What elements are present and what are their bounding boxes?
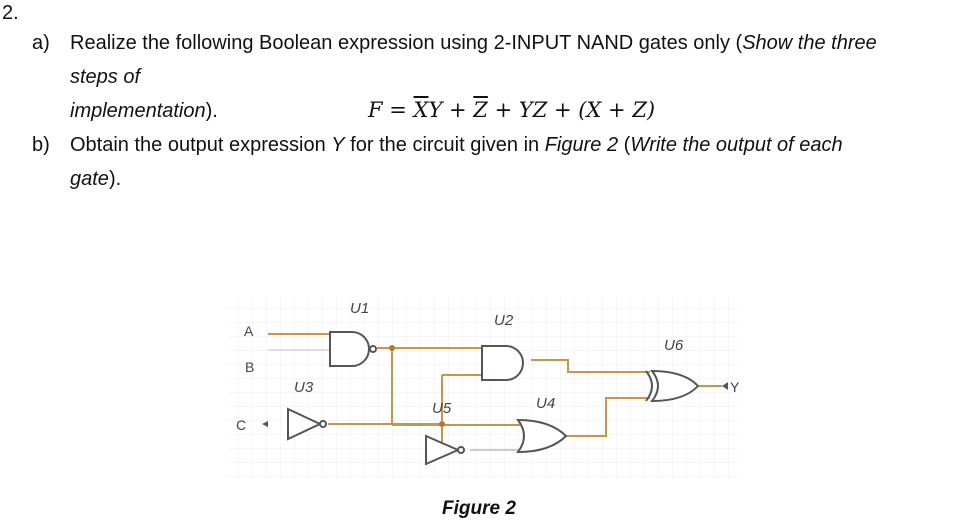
output-label-y: Y: [730, 379, 740, 395]
gate-u2-and: [481, 345, 524, 381]
gate-u6-or: [649, 369, 700, 403]
gate-label-u2: U2: [494, 312, 514, 329]
gate-u3-bubble: [319, 420, 327, 428]
part-b-label: b): [32, 134, 50, 156]
input-label-c: C: [236, 417, 246, 433]
input-label-b: B: [245, 359, 254, 375]
input-label-a: A: [244, 323, 254, 339]
gate-label-u4: U4: [536, 395, 555, 412]
gates: [287, 331, 700, 466]
gate-u6-xor-arc: [645, 370, 653, 402]
output-var: Y: [331, 134, 345, 156]
gate-u5-not: [425, 434, 461, 466]
gate-label-u3: U3: [294, 379, 314, 396]
terminals: [262, 382, 728, 427]
input-c-arrow: [262, 421, 268, 427]
output-arrow: [722, 382, 728, 390]
gate-label-u1: U1: [350, 300, 369, 317]
part-a-text: Realize the following Boolean expression…: [70, 32, 743, 54]
z-bar: Z: [473, 98, 488, 122]
junctions: [389, 345, 445, 427]
figure-caption: Figure 2: [442, 498, 516, 519]
x-bar: X: [413, 98, 429, 122]
figure-reference: Figure 2: [544, 134, 619, 156]
gate-u3-not: [287, 407, 323, 441]
gate-label-u5: U5: [432, 400, 452, 417]
boolean-equation: F = XY + Z + YZ + (X + Z): [368, 98, 656, 122]
wires: [268, 333, 722, 451]
question-number: 2.: [2, 2, 19, 24]
gate-label-u6: U6: [664, 337, 684, 354]
part-a-italic-2: steps of implementation: [70, 66, 206, 122]
gate-u4-or: [516, 418, 568, 454]
junction-u1: [389, 345, 395, 351]
gate-u1-and: [329, 331, 370, 367]
gate-u5-bubble: [457, 446, 465, 454]
part-a-label: a): [32, 32, 50, 54]
wire-u2-u6: [531, 359, 650, 373]
part-a-text-end: ).: [205, 100, 218, 122]
gate-u1-bubble: [369, 345, 377, 353]
wire-u4-u6: [566, 397, 650, 437]
part-a-italic-1: Show the three: [742, 32, 877, 54]
junction-u3: [439, 421, 445, 427]
